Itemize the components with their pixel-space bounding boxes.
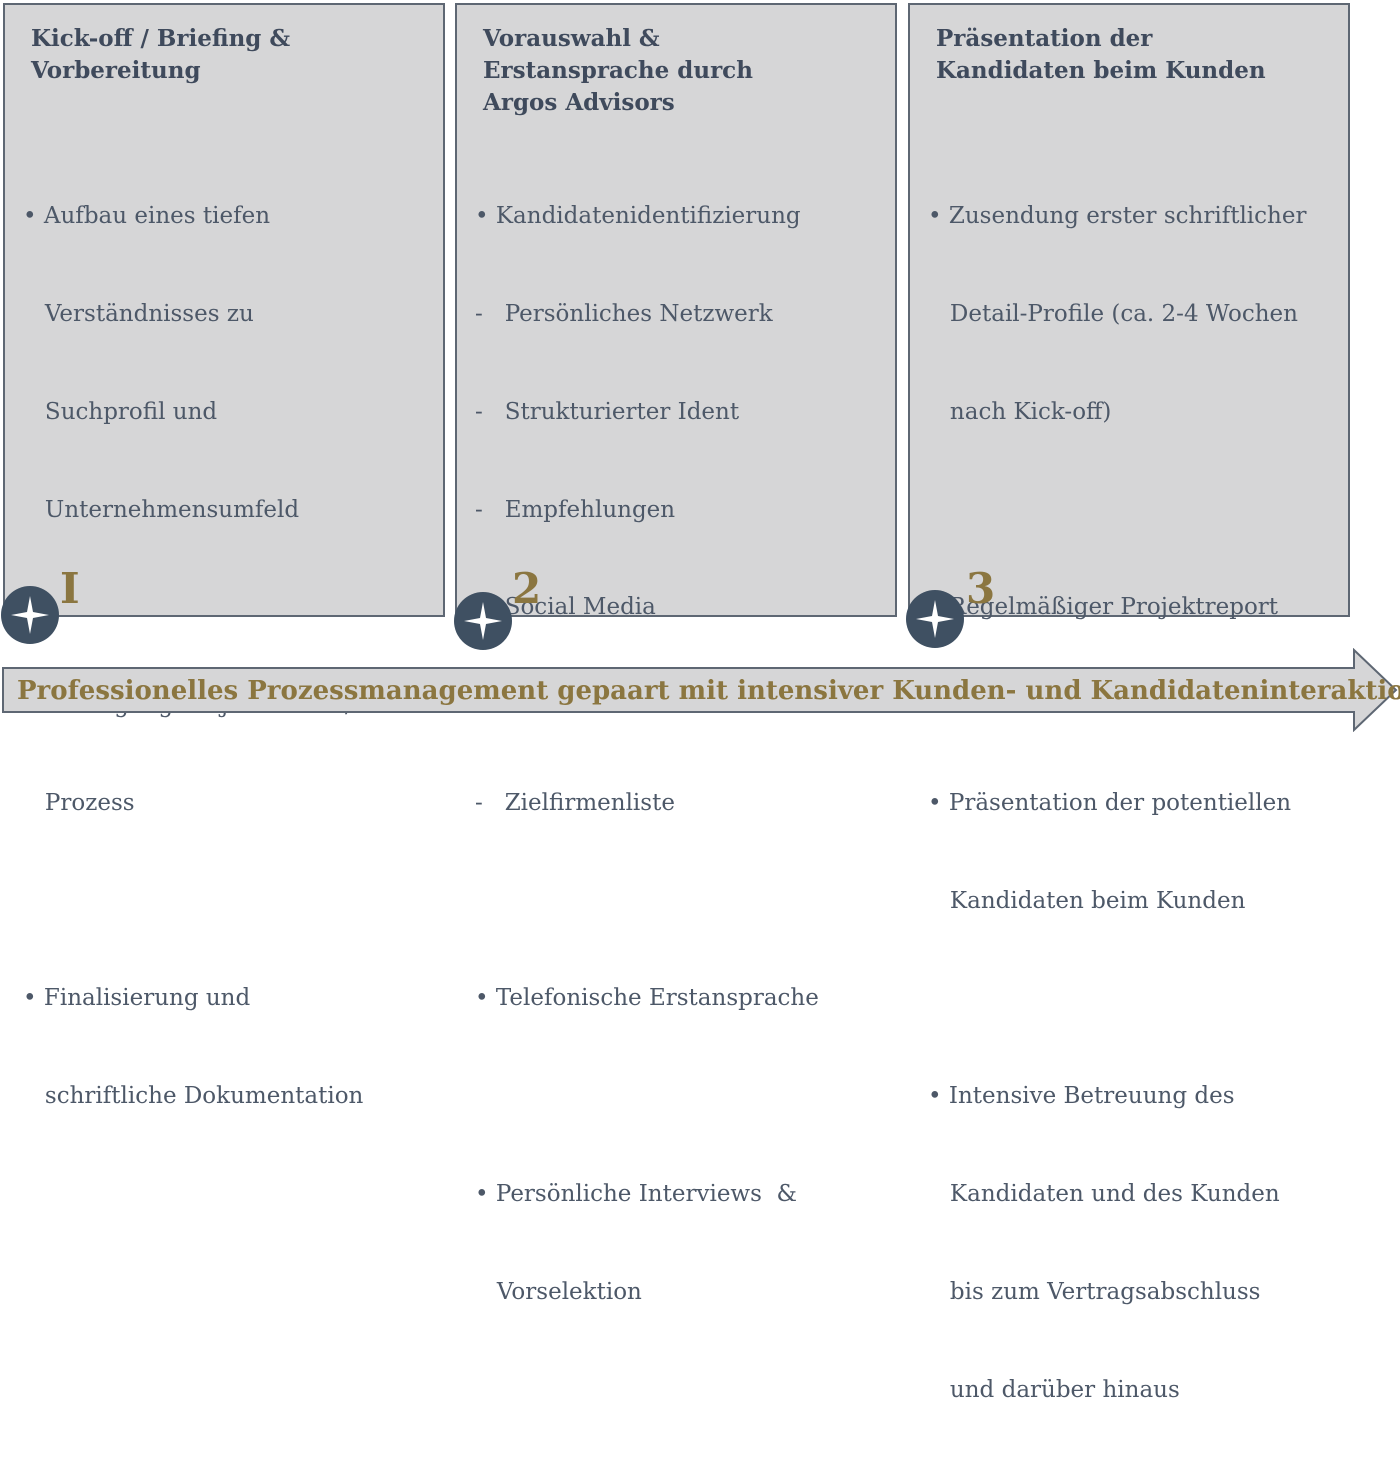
phase-title-line: Argos Advisors [483,89,675,116]
body-line: Detail-Profile (ca. 2-4 Wochen [928,300,1298,327]
body-line: - Empfehlungen [475,496,676,523]
body-line: • Persönliche Interviews & [475,1181,798,1207]
sparkle-star-icon [454,592,512,650]
phase-panel-vorauswahl: Vorauswahl & Erstansprache durch Argos A… [455,3,897,1305]
process-banner: Professionelles Prozessmanagement gepaar… [17,676,1400,706]
sparkle-star-icon [906,590,964,648]
phase-body: • Kandidatenidentifizierung - Persönlich… [475,135,885,1374]
body-line: • Regelmäßiger Projektreport [928,594,1279,621]
phase-body: • Zusendung erster schriftlicher Detail-… [928,135,1338,1468]
body-line: bis zum Vertragsabschluss [928,1278,1261,1305]
right-arrow-icon [2,648,1398,732]
body-line: • Intensive Betreuung des [928,1083,1235,1110]
body-line: Kandidaten und des Kunden [928,1181,1280,1207]
body-line: Kandidaten beim Kunden [928,887,1246,914]
phase-panel-praesentation: Präsentation der Kandidaten beim Kunden … [908,3,1350,1403]
body-line: Suchprofil und [23,398,218,425]
phase-title: Präsentation der Kandidaten beim Kunden [936,23,1336,87]
phase-title-line: Kandidaten beim Kunden [936,57,1266,84]
phase-title: Kick-off / Briefing & Vorbereitung [31,23,431,87]
body-line: und darüber hinaus [928,1376,1180,1403]
body-line: Unternehmensumfeld [23,496,300,523]
body-line: • Aufbau eines tiefen [23,203,271,230]
body-line [475,885,885,918]
phase-title-line: Erstansprache durch [483,57,753,84]
body-line: • Präsentation der potentiellen [928,789,1292,816]
body-line: • Finalisierung und [23,985,251,1012]
step-number: I [60,564,80,613]
sparkle-star-icon [1,586,59,644]
body-line [928,494,1338,527]
body-line: - Strukturierter Ident [475,398,740,425]
body-line: Prozess [23,789,135,816]
step-number: 3 [966,564,996,613]
body-line: • Zusendung erster schriftlicher [928,203,1307,230]
body-line: schriftliche Dokumentation [23,1083,364,1110]
body-line: - Zielfirmenliste [475,789,675,816]
phase-title-line: Vorauswahl & [483,25,660,52]
step-number: 2 [512,564,542,613]
body-line: - Persönliches Netzwerk [475,300,773,327]
body-line [928,982,1338,1015]
phase-title-line: Kick-off / Briefing & [31,25,291,52]
body-line: Vorselektion [475,1278,642,1305]
phase-panel-kickoff: Kick-off / Briefing & Vorbereitung • Auf… [3,3,445,1109]
body-line: nach Kick-off) [928,398,1112,425]
body-line: • Kandidatenidentifizierung [475,203,801,230]
body-line: • Telefonische Erstansprache [475,985,819,1012]
body-line [475,1080,885,1113]
body-line: Verständnisses zu [23,300,254,327]
body-line [23,591,433,624]
phase-title: Vorauswahl & Erstansprache durch Argos A… [483,23,883,119]
phase-title-line: Präsentation der [936,25,1153,52]
phase-title-line: Vorbereitung [31,57,201,84]
body-line [23,885,433,918]
